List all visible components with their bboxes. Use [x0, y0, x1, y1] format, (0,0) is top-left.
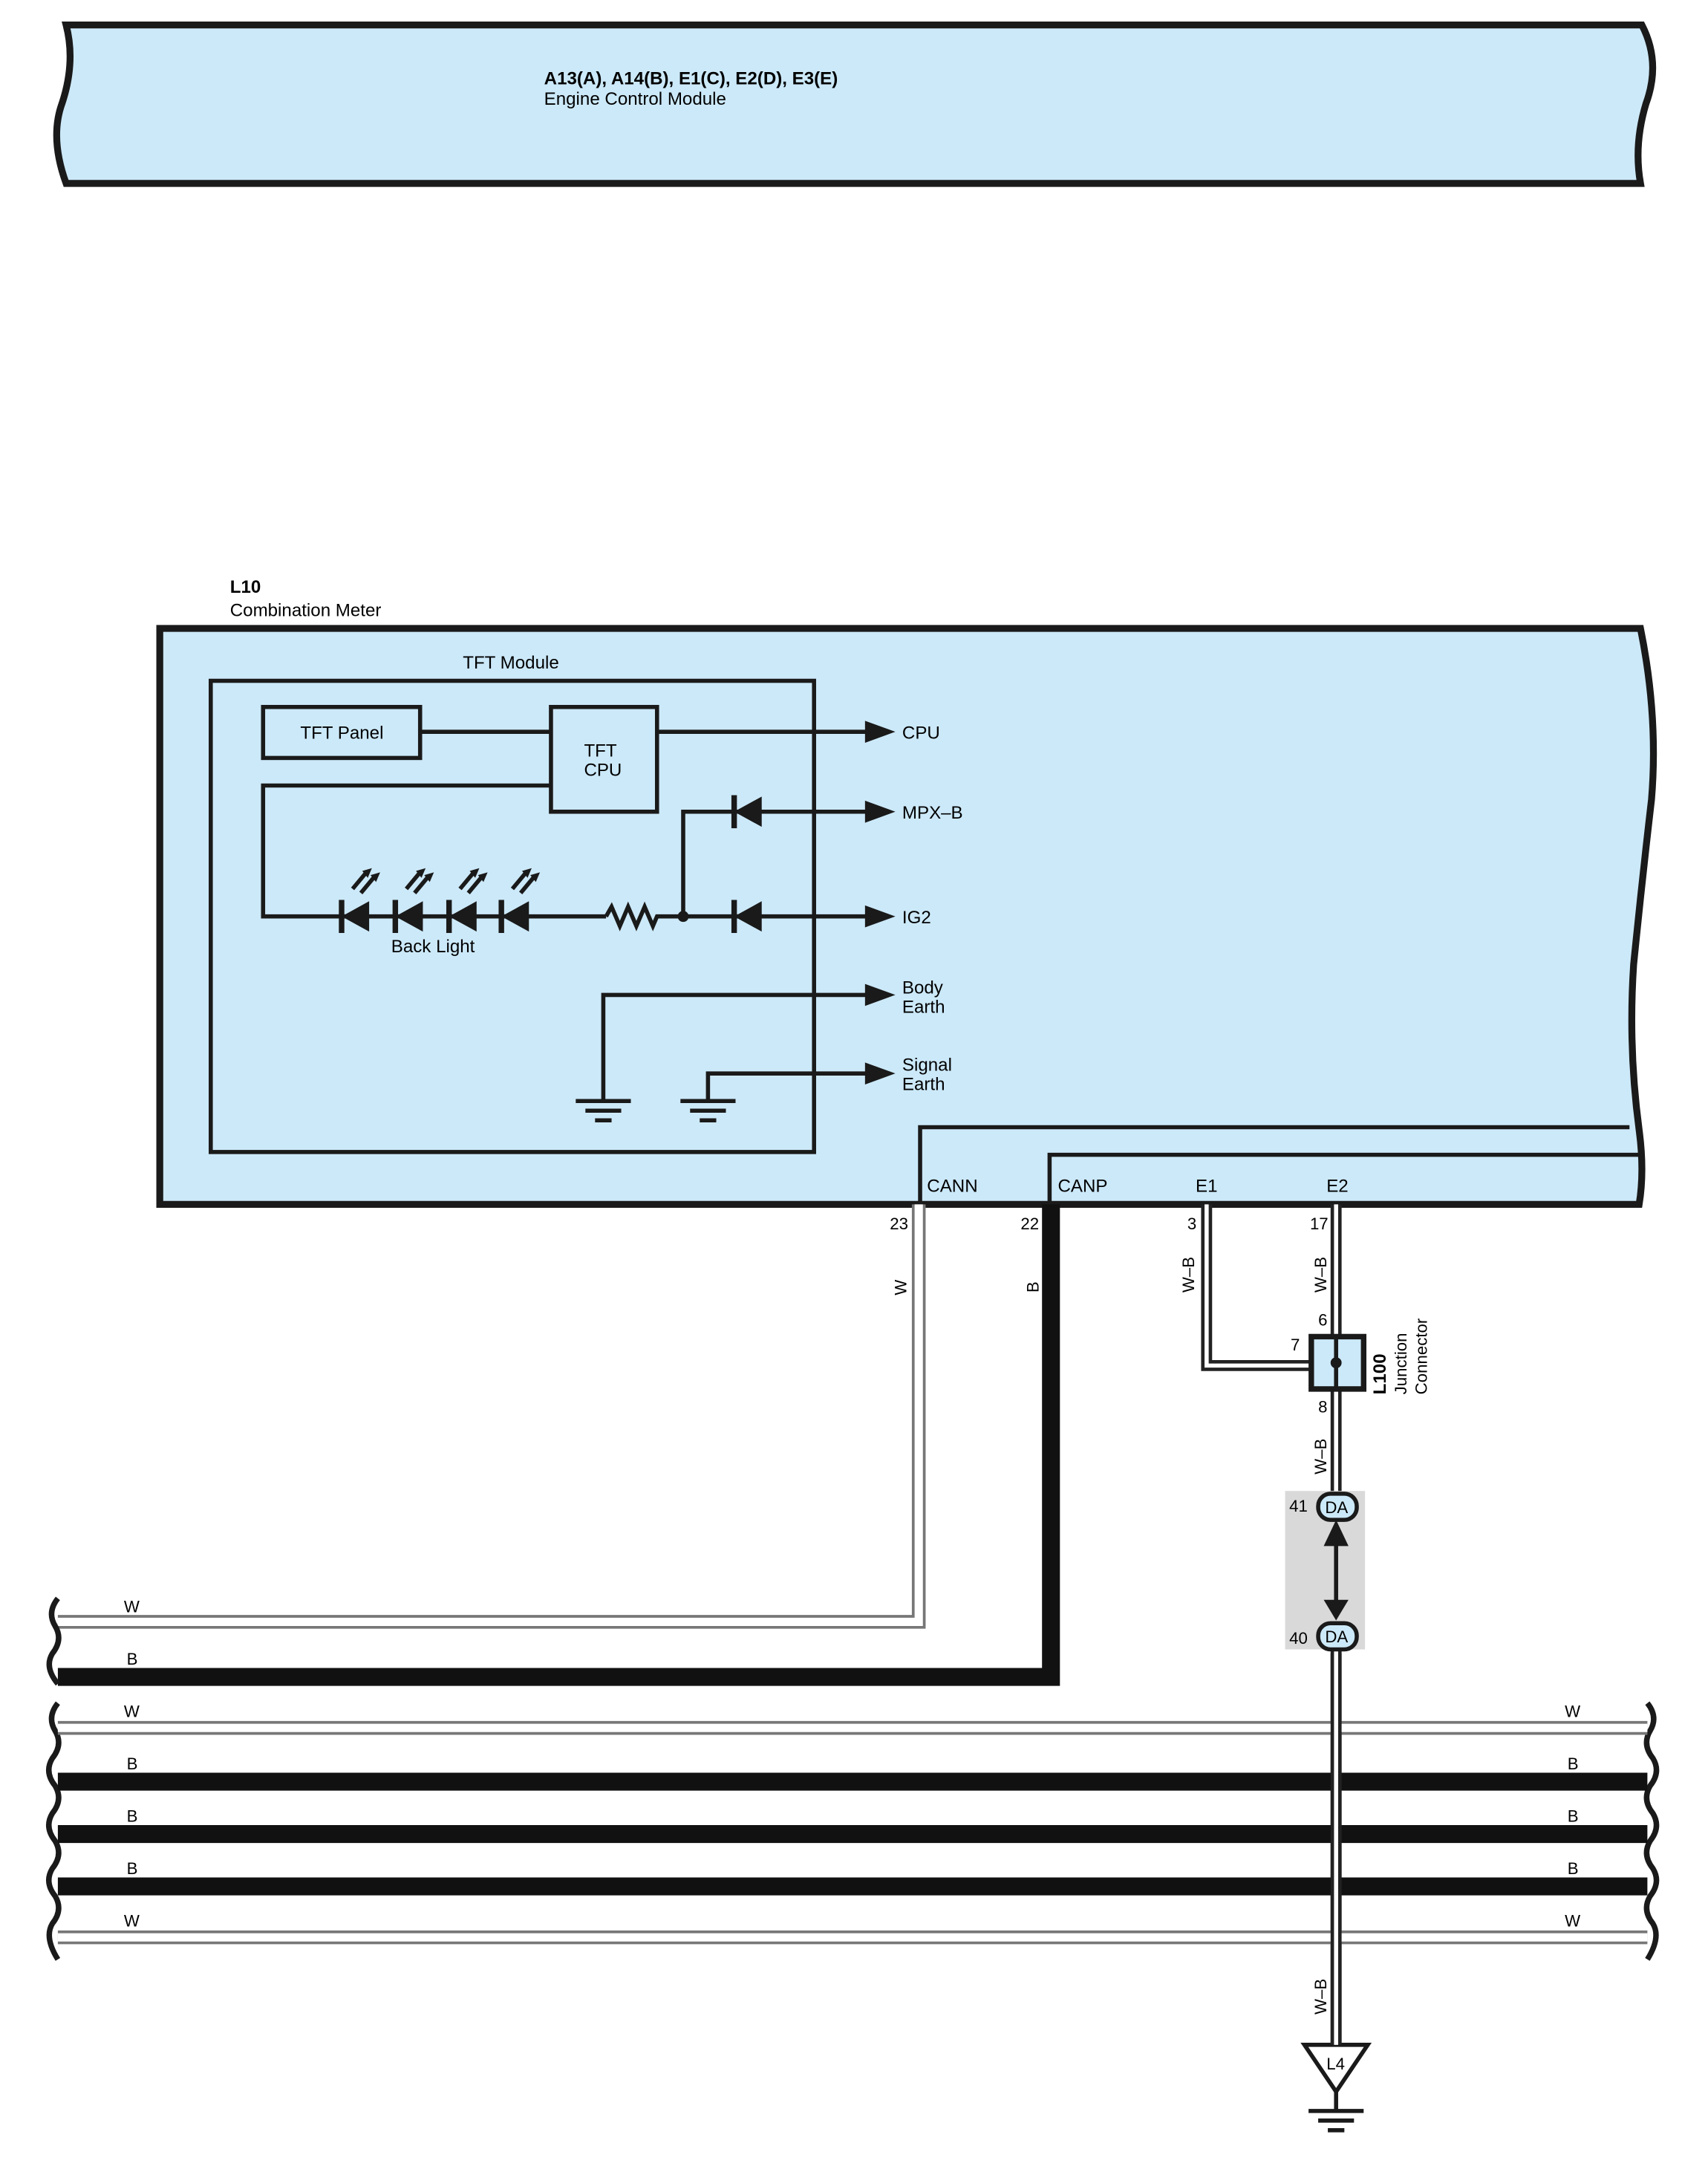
ground-code: L4 [1326, 2055, 1345, 2073]
canp-wire [57, 1204, 1060, 1686]
terminal-cann: CANN [927, 1177, 977, 1197]
bus-row-3-left: B [127, 1859, 138, 1878]
meter-panel [156, 625, 1658, 1209]
cann-frame [918, 1125, 1630, 1205]
body-earth-line [601, 992, 871, 1100]
output-body-earth-2: Earth [902, 998, 945, 1018]
mpx-branch [681, 809, 733, 917]
jc-pin-bottom: 8 [1318, 1397, 1327, 1416]
backlight-loop [261, 783, 607, 919]
ecm-panel [53, 21, 1657, 187]
mpx-arrow [864, 800, 896, 823]
signal-earth-arrow [864, 1062, 896, 1084]
jc-code: L100 [1370, 1353, 1390, 1394]
jc-pin-top: 6 [1318, 1311, 1327, 1330]
tft-cpu-label-2: CPU [584, 761, 622, 781]
led-3 [446, 868, 488, 933]
bus-row-0-right: W [1565, 1702, 1580, 1720]
signal-earth-ground-icon [680, 1099, 736, 1123]
bus-row-2-left: B [127, 1807, 138, 1825]
signal-earth-line [705, 1071, 871, 1100]
ig2-arrow [864, 905, 896, 928]
output-ig2: IG2 [902, 908, 931, 928]
da-top-label: DA [1325, 1498, 1348, 1517]
led-4 [498, 868, 541, 933]
below-jc-wire-color: W–B [1311, 1439, 1330, 1474]
junction-connector-l100 [1308, 1333, 1366, 1392]
output-mpx-b: MPX–B [902, 803, 963, 823]
output-cpu: CPU [902, 723, 940, 743]
body-earth-ground-icon [576, 1099, 631, 1123]
bus-row-4-left: W [124, 1911, 140, 1930]
canp-frame [1047, 1152, 1640, 1205]
output-signal-earth-2: Earth [902, 1074, 945, 1094]
jc-name-1: Junction [1392, 1333, 1410, 1394]
e1-wire [1201, 1204, 1320, 1371]
led-1 [339, 868, 380, 933]
output-signal-earth-1: Signal [902, 1055, 952, 1075]
meter-name: Combination Meter [230, 600, 382, 620]
bus-row-1-right: B [1568, 1755, 1579, 1773]
e1-wire-color: W–B [1179, 1257, 1198, 1292]
ecm-connectors: A13(A), A14(B), E1(C), E2(D), E3(E) [544, 68, 838, 88]
e2-wire-color: W–B [1311, 1257, 1330, 1292]
bus-row-4-right: W [1565, 1911, 1580, 1930]
cann-wire [57, 1204, 926, 1629]
bus-left-b-upper: B [127, 1650, 138, 1668]
terminal-e1: E1 [1196, 1177, 1218, 1197]
tft-module-label: TFT Module [463, 653, 559, 673]
terminal-e2: E2 [1326, 1177, 1349, 1197]
jc-pin-left: 7 [1291, 1336, 1300, 1354]
ig2-diode [734, 901, 762, 932]
bus-left-w-upper: W [124, 1597, 140, 1616]
meter-code: L10 [230, 577, 261, 597]
terminal-canp: CANP [1058, 1177, 1108, 1197]
tft-cpu-box [549, 704, 659, 814]
bus-row-1-left: B [127, 1755, 138, 1773]
connector-da [1285, 1491, 1366, 1652]
bus-row-2-right: B [1568, 1807, 1579, 1825]
output-body-earth-1: Body [902, 978, 943, 998]
mpx-diode [734, 796, 762, 827]
pin-e2: 17 [1310, 1214, 1329, 1233]
cann-wire-color: W [891, 1280, 910, 1295]
cpu-arrow [864, 721, 896, 743]
back-light-leds [339, 868, 541, 933]
bus-left-edge [46, 1596, 62, 1961]
bus-row-3-right: B [1568, 1859, 1579, 1878]
ecm-block: A13(A), A14(B), E1(C), E2(D), E3(E) Engi… [53, 21, 1657, 187]
pin-canp: 22 [1020, 1214, 1039, 1233]
bus-row-0-left: W [124, 1702, 140, 1720]
da-pin-bottom: 40 [1289, 1629, 1308, 1648]
tft-cpu-label-1: TFT [584, 741, 616, 761]
tft-panel-label: TFT Panel [300, 723, 383, 743]
da-bottom-label: DA [1325, 1627, 1348, 1646]
jc-name-2: Connector [1412, 1318, 1431, 1394]
led-2 [392, 868, 434, 933]
combination-meter-block: L10 Combination Meter CANN CANP E1 E2 TF… [156, 577, 1658, 1209]
ground-wire-color: W–B [1311, 1979, 1330, 2014]
body-earth-arrow [864, 983, 896, 1007]
resistor [604, 901, 683, 931]
da-pin-top: 41 [1289, 1497, 1308, 1515]
pin-e1: 3 [1187, 1214, 1196, 1233]
pin-cann: 23 [890, 1214, 908, 1233]
canp-wire-color: B [1024, 1281, 1043, 1292]
back-light-label: Back Light [391, 937, 475, 957]
ecm-name: Engine Control Module [544, 89, 726, 109]
bus-right-edge [1643, 1701, 1660, 1961]
